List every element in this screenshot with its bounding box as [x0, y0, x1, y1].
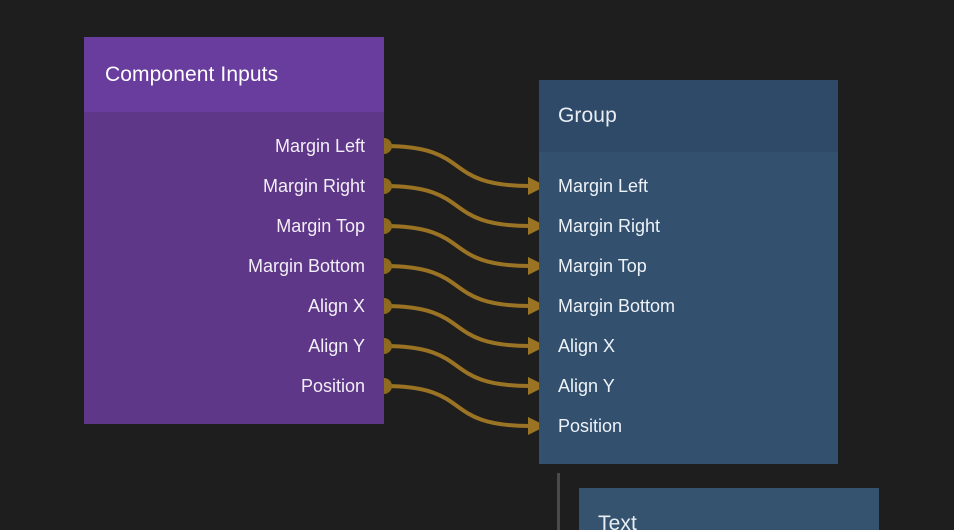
port-label: Margin Left: [558, 176, 649, 196]
port-row[interactable]: Margin Right: [263, 176, 365, 196]
node-component-inputs-header[interactable]: Component Inputs: [84, 37, 384, 112]
port-label: Align Y: [558, 376, 615, 396]
port-label: Align X: [558, 336, 616, 356]
port-row[interactable]: Align Y: [308, 336, 365, 356]
port-row[interactable]: Align X: [558, 336, 615, 356]
connection-wire[interactable]: [382, 184, 532, 228]
port-label: Margin Top: [558, 256, 647, 276]
node-text-title: Text: [598, 512, 637, 530]
port-row[interactable]: Margin Bottom: [248, 256, 365, 276]
port-row[interactable]: Position: [558, 416, 622, 436]
connection-wire[interactable]: [382, 264, 532, 308]
node-text-header[interactable]: Text: [579, 488, 879, 530]
node-component-inputs-title: Component Inputs: [105, 62, 279, 86]
port-row[interactable]: Margin Left: [275, 136, 365, 156]
port-row[interactable]: Align Y: [558, 376, 615, 396]
port-label: Margin Bottom: [247, 256, 365, 276]
port-label: Margin Left: [274, 136, 365, 156]
port-row[interactable]: Margin Bottom: [558, 296, 675, 316]
connection-wire[interactable]: [382, 304, 532, 348]
port-label: Align X: [307, 296, 365, 316]
port-row[interactable]: Margin Right: [558, 216, 660, 236]
port-row[interactable]: Align X: [308, 296, 365, 316]
connection-wire[interactable]: [382, 224, 532, 268]
group-child-connector-line: [557, 473, 560, 530]
port-row[interactable]: Position: [301, 376, 365, 396]
port-label: Margin Right: [262, 176, 365, 196]
port-label: Position: [300, 376, 365, 396]
port-row[interactable]: Margin Top: [276, 216, 365, 236]
connection-wire[interactable]: [382, 344, 532, 388]
port-label: Margin Bottom: [558, 296, 676, 316]
connection-wire[interactable]: [382, 384, 532, 428]
connection-wire[interactable]: [382, 144, 532, 188]
port-row[interactable]: Margin Top: [558, 256, 647, 276]
node-text[interactable]: Text: [579, 488, 879, 530]
port-label: Position: [558, 416, 623, 436]
node-group-title: Group: [558, 104, 617, 127]
port-label: Margin Top: [276, 216, 365, 236]
port-row[interactable]: Margin Left: [558, 176, 648, 196]
port-label: Align Y: [308, 336, 365, 356]
node-group-header[interactable]: Group: [539, 80, 838, 152]
port-label: Margin Right: [558, 216, 661, 236]
